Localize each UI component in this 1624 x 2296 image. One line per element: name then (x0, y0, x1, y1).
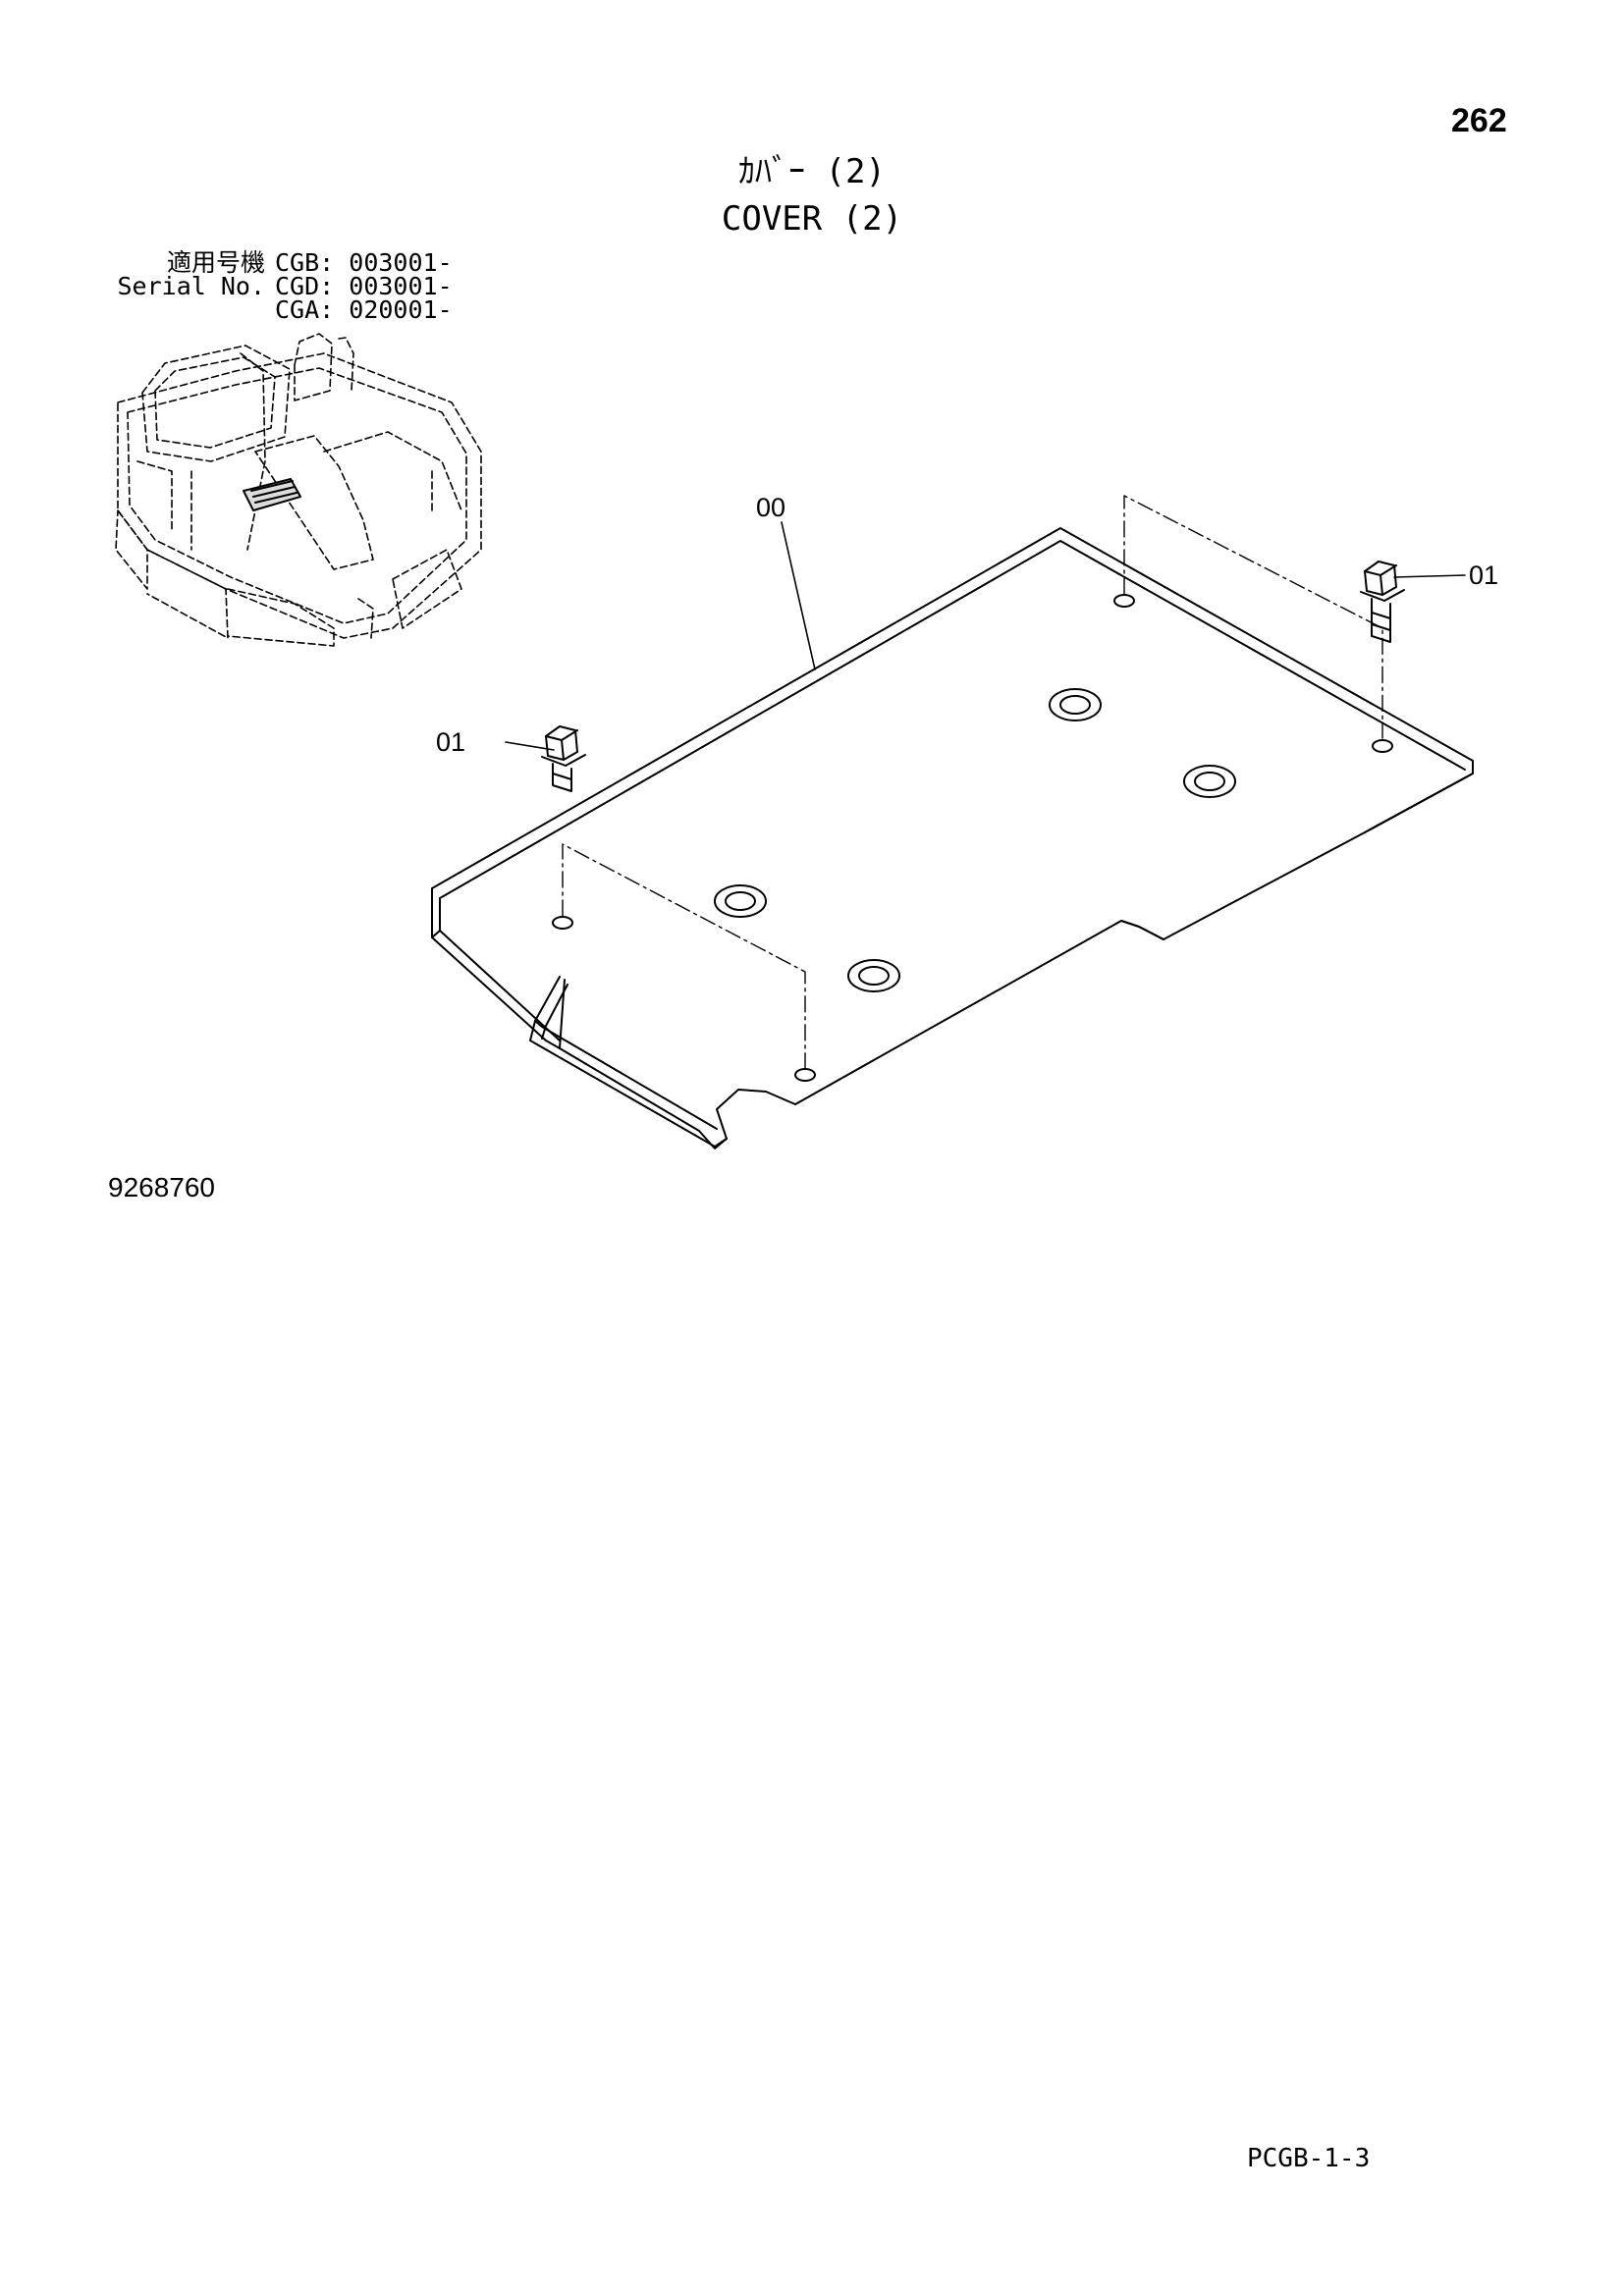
serial-model: CGD: (275, 272, 335, 300)
serial-range: 020001- (349, 295, 453, 324)
machine-locator-thumbnail (115, 333, 482, 647)
cover-plate-fasteners (714, 688, 1236, 992)
title-japanese: ｶﾊﾞｰ (2) (738, 152, 886, 191)
serial-label-en: Serial No. (117, 272, 265, 300)
locator-highlight-icon (243, 478, 301, 511)
bolt-holes (552, 594, 1393, 1082)
leader-lines (505, 521, 1466, 751)
title-english: COVER (2) (721, 199, 903, 239)
bolt-left-01 (541, 725, 586, 792)
page-number: 262 (1451, 102, 1507, 139)
bolt-right-01 (1360, 561, 1405, 643)
cover-plate-00 (431, 527, 1474, 1149)
document-number: 9268760 (108, 1172, 216, 1202)
callout-00: 00 (756, 493, 785, 522)
serial-range: 003001- (349, 272, 453, 300)
sheet-code: PCGB-1-3 (1247, 2144, 1371, 2173)
serial-model: CGB: (275, 248, 335, 277)
serial-range: 003001- (349, 248, 453, 277)
callout-01-right: 01 (1469, 561, 1498, 590)
serial-label-ja: 適用号機 (166, 248, 265, 277)
serial-number-block: 適用号機 CGB: 003001- Serial No. CGD: 003001… (108, 248, 453, 324)
assembly-center-lines (562, 495, 1383, 1069)
callout-01-left: 01 (436, 727, 465, 757)
serial-model: CGA: (275, 295, 335, 324)
